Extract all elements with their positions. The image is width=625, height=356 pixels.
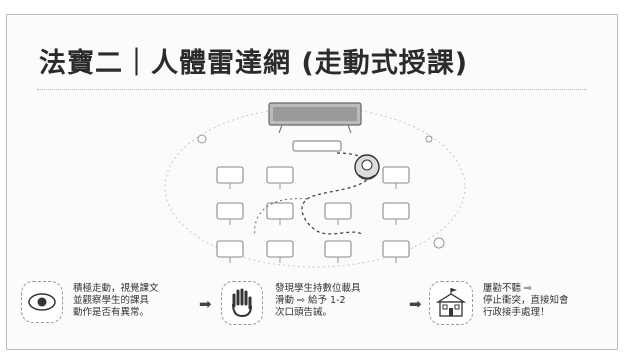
slide-title: 法寶二｜人體雷達網 (走動式授課)	[39, 48, 469, 79]
blackboard-icon	[268, 102, 362, 134]
step-2-icon-box	[221, 281, 263, 325]
slide: 法寶二｜人體雷達網 (走動式授課)	[6, 14, 618, 350]
classroom-diagram	[164, 102, 466, 268]
hand-stop-icon	[232, 288, 252, 318]
student-desk-icon	[266, 166, 294, 184]
title-divider	[37, 89, 587, 91]
walking-path	[301, 152, 373, 236]
student-desk-icon	[216, 202, 244, 220]
student-desk-icon	[382, 240, 410, 258]
clock-icon	[425, 135, 433, 143]
globe-icon	[433, 237, 445, 249]
student-desk-icon	[216, 166, 244, 184]
student-desk-icon	[382, 166, 410, 184]
step-1-text: 積極走動，視覺課文 並觀察學生的課具 動作是否有異常。	[73, 283, 159, 318]
student-desk-icon	[382, 202, 410, 220]
step-3-text: 屢勸不聽 ⇨ 停止衝突，直接知會 行政接手處理！	[483, 283, 569, 318]
student-desk-icon	[216, 240, 244, 258]
teacher-desk-icon	[292, 140, 342, 152]
plant-icon	[197, 134, 207, 144]
arrow-right-icon: ➡	[199, 295, 212, 313]
school-icon	[435, 288, 467, 317]
step-2-text: 發現學生持數位載具 滑動 ⇨ 給予 1-2 次口頭告誡。	[275, 283, 361, 318]
arrow-right-icon: ➡	[409, 295, 422, 313]
student-desk-icon	[266, 202, 294, 220]
step-3-icon-box	[429, 281, 473, 325]
student-desk-icon	[324, 202, 352, 220]
student-desk-icon	[324, 240, 352, 258]
teacher-icon	[354, 154, 380, 180]
student-desk-icon	[266, 240, 294, 258]
eye-icon	[28, 293, 56, 311]
step-1-icon-box	[21, 281, 63, 323]
